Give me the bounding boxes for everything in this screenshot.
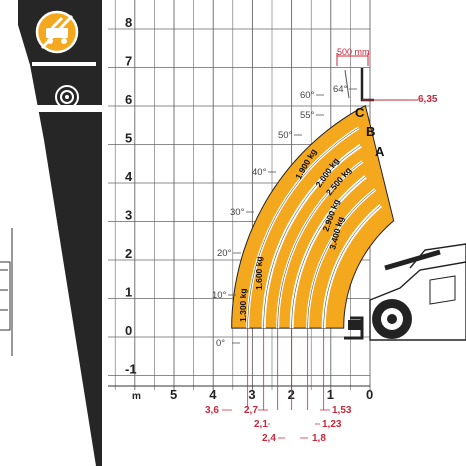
overload-prohibited-icon — [35, 10, 79, 54]
divider — [32, 62, 96, 66]
angle-label: 20° — [217, 248, 232, 259]
reach-value: 1,53 — [332, 405, 352, 416]
y-tick-label: -1 — [125, 362, 137, 377]
sidebar — [0, 0, 102, 466]
reach-value: 2,7 — [244, 405, 258, 416]
angle-label: 10° — [212, 290, 227, 301]
x-tick-label: 3 — [248, 387, 255, 402]
envelope-contour — [291, 176, 366, 329]
band-label-a: A — [375, 144, 385, 159]
y-tick-label: 1 — [125, 285, 132, 300]
y-tick-label: 6 — [125, 92, 132, 107]
reach-value: 2,1 — [254, 419, 268, 430]
envelope-contour — [323, 205, 381, 329]
max-height-label: 6,35 — [418, 94, 438, 105]
envelope-contour — [263, 145, 361, 329]
reach-value: 1,23 — [322, 419, 342, 430]
y-tick-label: 0 — [125, 323, 132, 338]
reach-dimensions: 3,6 2,7 2,1 2,4 1,8 1,53 1,23 — [205, 405, 352, 444]
angle-label: 40° — [252, 167, 267, 178]
reach-ticks — [222, 409, 330, 439]
y-tick-label: 5 — [125, 131, 132, 146]
y-tick-label: 4 — [125, 169, 133, 184]
x-tick-label: 2 — [288, 387, 295, 402]
machine-outline — [0, 228, 13, 356]
load-envelope: ABC — [231, 104, 395, 410]
angle-label: 0° — [216, 338, 225, 349]
envelope-contour — [307, 189, 376, 329]
x-tick-label: 4 — [209, 387, 217, 402]
y-tick-label: 2 — [125, 246, 132, 261]
tyre-icon — [54, 85, 84, 111]
y-tick-label: 3 — [125, 208, 132, 223]
band-label-c: C — [355, 105, 365, 120]
envelope-contour — [247, 127, 359, 329]
forks-dimension: 500 mm — [337, 47, 370, 57]
band-label-b: B — [366, 124, 375, 139]
axis-ticks: 8 7 6 5 4 3 2 1 0 -1 m 5 4 3 2 1 0 — [125, 15, 373, 402]
angle-label: 64° — [333, 84, 348, 95]
angle-markers: 0° 10° 20° 30° 40° 50° 55° 60° 64° — [212, 84, 357, 349]
angle-label: 55° — [300, 110, 315, 121]
capacity-label: 1.600 kg — [254, 256, 264, 290]
y-tick-label: 7 — [125, 54, 132, 69]
forks-detail: 500 mm 6,35 — [336, 47, 438, 105]
y-tick-label: 8 — [125, 15, 132, 30]
reach-value: 3,6 — [205, 405, 219, 416]
angle-label: 30° — [230, 207, 245, 218]
reach-value: 2,4 — [262, 433, 276, 444]
angle-label: 50° — [278, 130, 293, 141]
angle-label: 60° — [300, 90, 315, 101]
x-tick-label: 0 — [366, 387, 373, 402]
capacity-label: 1.300 kg — [238, 288, 248, 322]
telehandler-icon — [344, 243, 466, 341]
x-tick-label: 5 — [170, 387, 177, 402]
x-tick-label: 1 — [327, 387, 334, 402]
envelope-contour — [277, 161, 363, 329]
x-unit-label: m — [132, 391, 141, 402]
reach-value: 1,8 — [312, 433, 326, 444]
